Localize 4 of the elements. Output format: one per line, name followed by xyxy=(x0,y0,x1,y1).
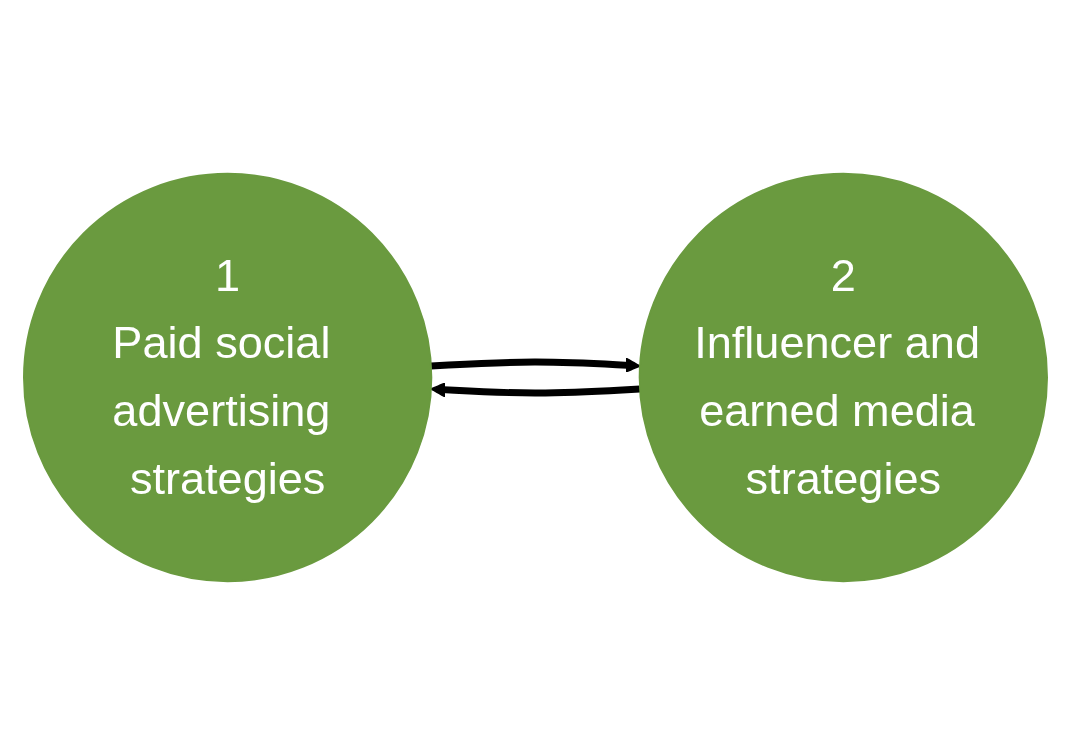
node-circle: 1 Paid social advertising strategies xyxy=(23,172,433,583)
node-circle: 2 Influencer and earned media strategies xyxy=(638,172,1048,583)
arrow xyxy=(430,382,641,398)
arrow xyxy=(430,357,641,373)
